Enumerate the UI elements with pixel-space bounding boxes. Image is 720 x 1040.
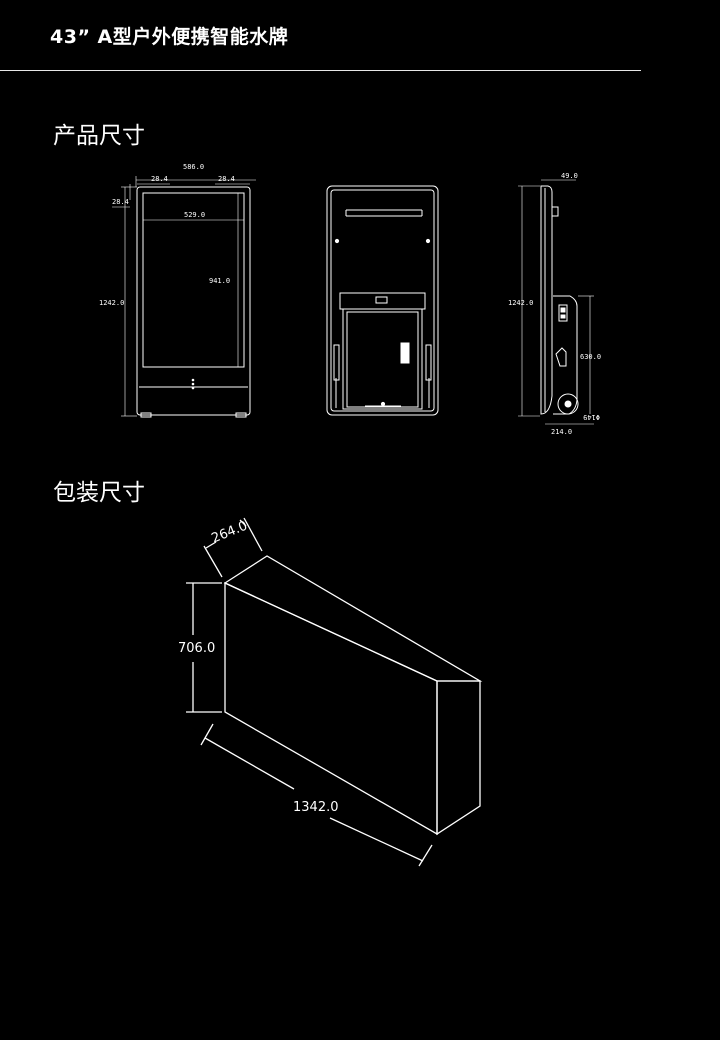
package-dimensions-heading: 包装尺寸 <box>53 480 145 506</box>
package-height: 706.0 <box>178 641 215 656</box>
front-view-drawing <box>112 176 256 418</box>
front-left-margin: 28.4 <box>151 175 168 183</box>
side-view-drawing <box>518 179 594 425</box>
side-thickness: 49.0 <box>561 172 578 180</box>
front-right-margin: 28.4 <box>218 175 235 183</box>
front-top-margin: 28.4 <box>112 198 129 206</box>
package-length: 1342.0 <box>293 800 339 815</box>
side-base-depth: 214.0 <box>551 428 572 436</box>
side-view-panel <box>540 185 553 415</box>
front-view-body <box>136 186 251 416</box>
side-wheel-diameter: Φ149 <box>583 413 600 421</box>
product-dimensions-heading: 产品尺寸 <box>53 123 145 149</box>
side-view-wheel <box>557 393 579 415</box>
side-overall-height: 1242.0 <box>508 299 533 307</box>
back-view-drawing <box>326 185 439 416</box>
package-box-top <box>223 555 483 682</box>
back-view-body <box>326 185 439 416</box>
front-overall-width: 586.0 <box>183 163 204 171</box>
package-box-drawing <box>186 517 483 867</box>
header-divider <box>0 70 641 71</box>
front-overall-height: 1242.0 <box>99 299 124 307</box>
page-title: 43” A型户外便携智能水牌 <box>50 26 289 48</box>
package-box-front <box>224 581 438 836</box>
package-depth: 264.0 <box>210 519 250 547</box>
package-box-side <box>436 680 481 836</box>
back-view-stand-frame <box>342 308 423 410</box>
front-screen-height: 941.0 <box>209 277 230 285</box>
side-stand-height: 630.0 <box>580 353 601 361</box>
front-screen-width: 529.0 <box>184 211 205 219</box>
front-view-screen <box>142 192 245 368</box>
